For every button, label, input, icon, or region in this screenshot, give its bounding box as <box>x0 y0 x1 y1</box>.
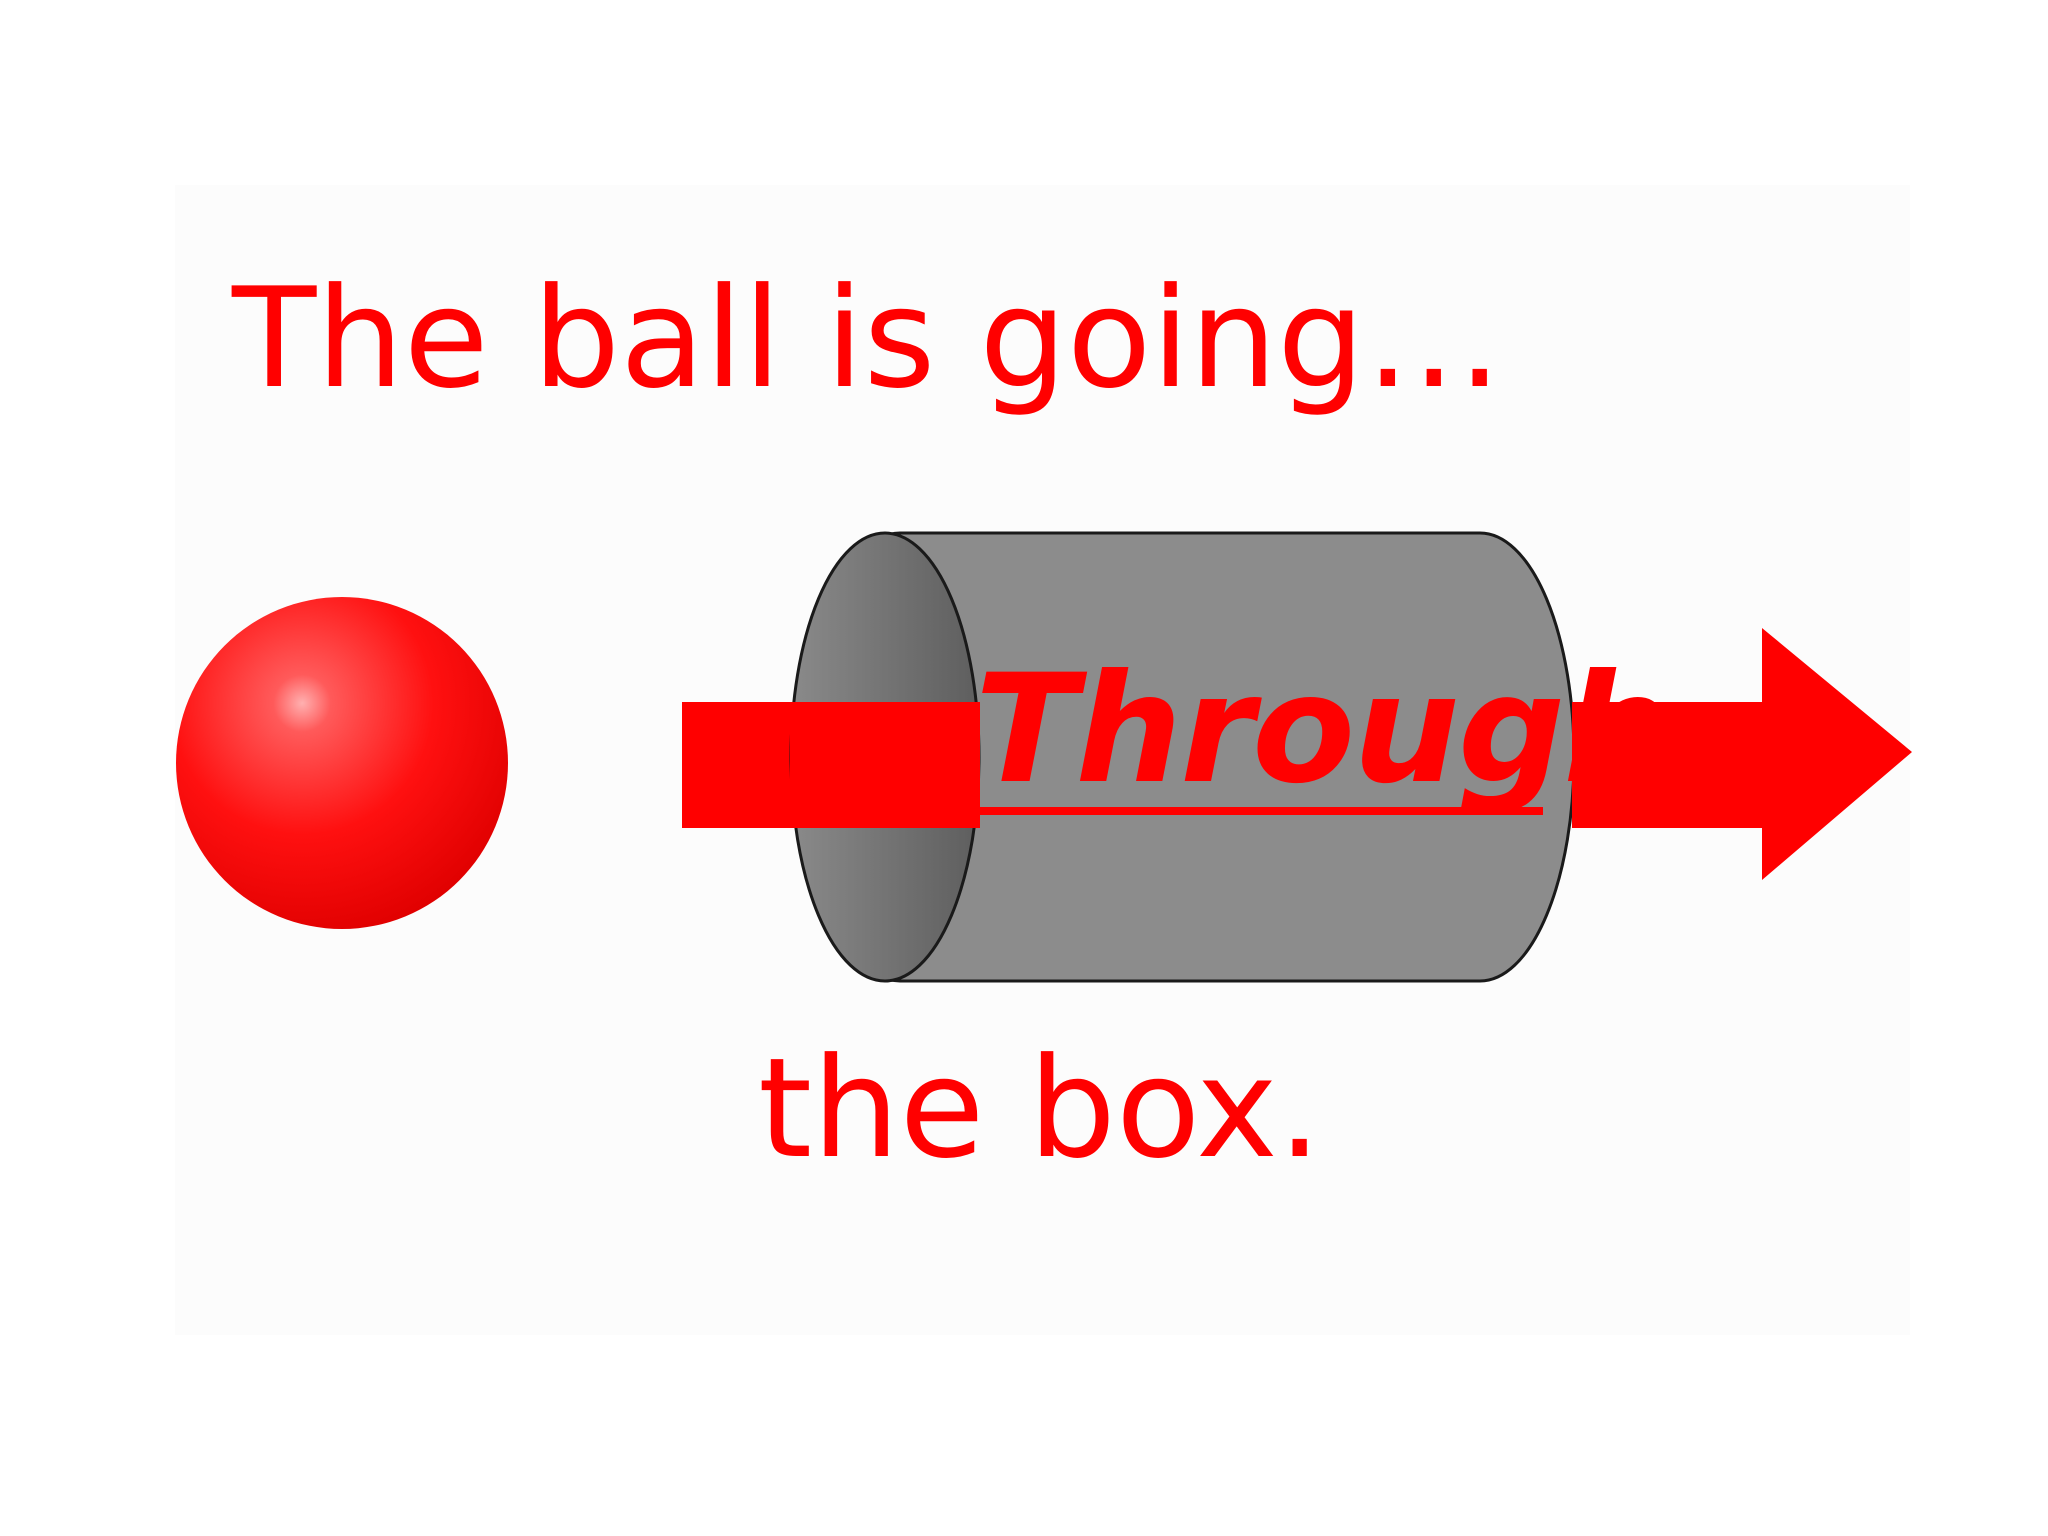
keyword-underline <box>980 807 1543 815</box>
keyword-through: Through <box>975 643 1670 817</box>
ball <box>176 597 508 929</box>
arrow-shaft-inside <box>790 702 980 828</box>
caption-bottom: the box. <box>758 1028 1322 1189</box>
arrow-head <box>1572 628 1912 880</box>
caption-top: The ball is going… <box>232 258 1503 419</box>
